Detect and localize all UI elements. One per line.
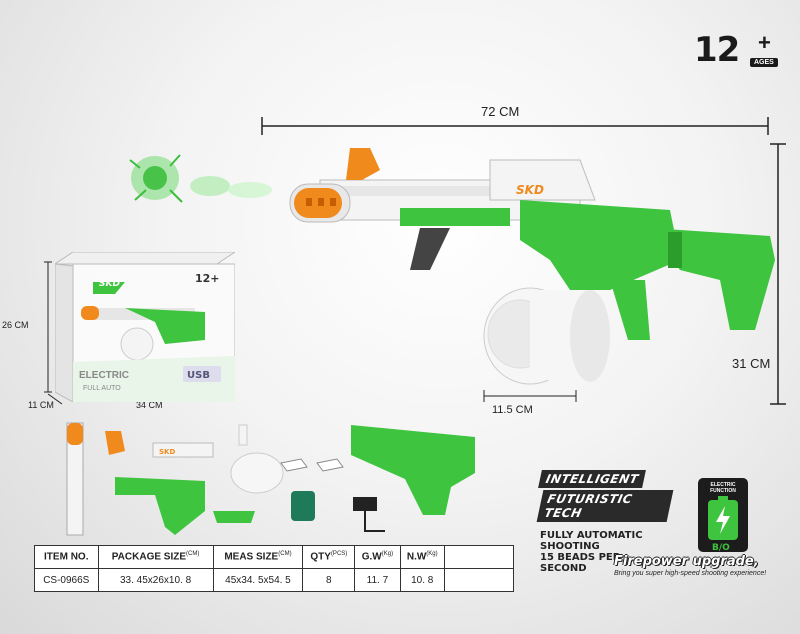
cell-package-size: 33. 45x26x10. 8 <box>97 568 214 592</box>
age-number: 12 <box>694 30 740 70</box>
header-gw: G.W(Kg) <box>354 545 401 569</box>
firepower-subtitle: Bring you super high-speed shooting expe… <box>614 570 767 577</box>
part-brand: SKD <box>159 448 175 456</box>
splash-effect <box>129 154 272 203</box>
features-block: INTELLIGENT FUTURISTIC TECH FULLY AUTOMA… <box>536 470 674 574</box>
electric-function-badge: ELECTRIC FUNCTION B/O <box>698 478 748 553</box>
battery-icon: B/O <box>708 496 738 553</box>
box-height-label: 26 CM <box>2 320 29 330</box>
height-label: 31 CM <box>732 356 771 371</box>
package-age: 12+ <box>195 272 220 285</box>
header-item-no: ITEM NO. <box>34 545 99 569</box>
spec-table: ITEM NO. PACKAGE SIZE(CM) MEAS SIZE(CM) … <box>34 545 514 592</box>
header-empty <box>444 545 514 569</box>
cell-qty: 8 <box>302 568 356 592</box>
header-meas-size: MEAS SIZE(CM) <box>212 545 304 569</box>
gun-illustration: SKD <box>289 148 775 385</box>
age-badge: 12 + AGES <box>694 30 778 72</box>
drum-label: 11.5 CM <box>492 404 533 416</box>
electric-title: ELECTRIC FUNCTION <box>710 482 736 494</box>
package-box: SKD 12+ ELECTRIC FULL AUTO USB <box>55 252 235 402</box>
firepower-block: Firepower upgrade, Bring you super high-… <box>614 554 794 577</box>
cell-item-no: CS-0966S <box>34 568 99 592</box>
header-nw: N.W(Kg) <box>399 545 445 569</box>
header-qty: QTY(PCS) <box>302 545 356 569</box>
feature-line-2: 15 BEADS PER SECOND <box>540 552 621 574</box>
package-badge: USB <box>187 370 210 381</box>
firepower-title: Firepower upgrade, <box>614 554 759 569</box>
electric-label: B/O <box>712 543 730 552</box>
feature-title-2: FUTURISTIC TECH <box>536 490 674 522</box>
age-plus: + <box>758 30 771 55</box>
gun-brand-text: SKD <box>516 183 544 197</box>
cell-meas-size: 45x34. 5x54. 5 <box>212 568 304 592</box>
feature-line-1: FULLY AUTOMATIC SHOOTING <box>540 530 643 552</box>
package-line2: FULL AUTO <box>83 385 121 392</box>
age-tag: AGES <box>750 58 778 67</box>
cell-nw: 10. 8 <box>399 568 445 592</box>
package-line1: ELECTRIC <box>79 370 129 381</box>
spec-data-row: CS-0966S 33. 45x26x10. 8 45x34. 5x54. 5 … <box>34 568 514 592</box>
length-label: 72 CM <box>481 104 520 119</box>
parts-illustration: SKD <box>66 422 475 536</box>
package-brand: SKD <box>99 279 120 289</box>
feature-title-1: INTELLIGENT <box>538 470 647 488</box>
box-width-label: 34 CM <box>136 400 163 410</box>
spec-header-row: ITEM NO. PACKAGE SIZE(CM) MEAS SIZE(CM) … <box>34 545 514 569</box>
cell-empty <box>444 568 514 592</box>
cell-gw: 11. 7 <box>354 568 401 592</box>
header-package-size: PACKAGE SIZE(CM) <box>97 545 214 569</box>
box-depth-label: 11 CM <box>28 400 54 410</box>
